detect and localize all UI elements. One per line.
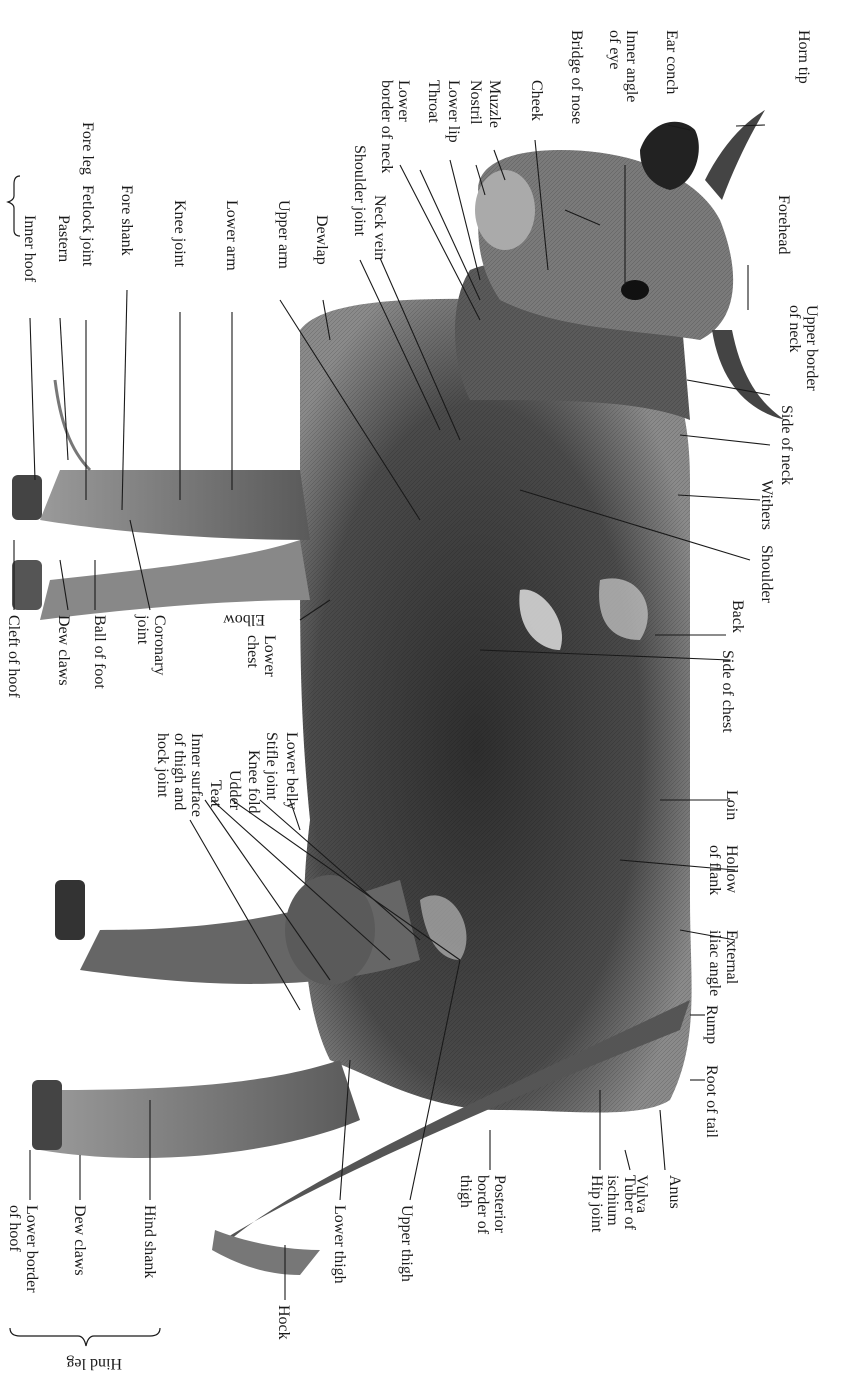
label-inner-angle-of-eye: Inner angle of eye [606,30,640,102]
label-shoulder: Shoulder [758,545,775,603]
label-cleft-of-hoof: Cleft of hoof [5,615,22,698]
cow-hind-leg-near [40,1060,360,1158]
label-back: Back [729,600,746,633]
label-udder: Udder [226,770,243,810]
cow-hind-hoof-far [55,880,85,940]
cow-muzzle [475,170,535,250]
label-stifle-joint: Stifle joint [263,732,280,800]
label-lower-border-of-hoof: Lower border of hoof [6,1205,40,1293]
label-ball-of-foot: Ball of foot [91,615,108,689]
label-side-of-neck: Side of neck [778,405,795,485]
label-rump: Rump [703,1005,720,1044]
hind-leg-brace [10,1328,160,1346]
label-posterior-border-of-thigh: Posterior border of thigh [457,1175,508,1234]
label-fore-leg: Fore leg [79,122,96,175]
label-pastern: Pastern [55,215,72,262]
cow-fore-leg-near [40,470,310,540]
label-dewlap: Dewlap [313,215,330,265]
label-lower-border-of-neck: Lower border of neck [378,80,412,173]
label-teat: Teat [207,780,224,807]
label-anus: Anus [666,1175,683,1209]
label-hock: Hock [275,1305,292,1340]
label-lower-chest: Lower chest [244,635,278,677]
cow-horn-lower [712,330,785,420]
label-ear-conch: Ear conch [663,30,680,94]
label-horn-tip: Horn tip [795,30,812,84]
label-hollow-of-flank: Hollow of flank [706,845,740,895]
label-upper-border-of-neck: Upper border of neck [786,305,820,391]
label-shoulder-joint: Shoulder joint [351,145,368,236]
label-cheek: Cheek [528,80,545,121]
label-inner-hoof: Inner hoof [21,215,38,282]
label-upper-arm: Upper arm [275,200,292,269]
label-muzzle: Muzzle [486,80,503,128]
label-fetlock-joint: Fetlock joint [79,185,96,266]
cow-horn-upper [705,110,765,200]
label-withers: Withers [758,480,775,530]
label-hind-shank: Hind shank [141,1205,158,1278]
label-loin: Loin [723,790,740,820]
cow-fore-hoof-near [12,475,42,520]
label-inner-surface-of-thigh-and-hock-joint: Inner surface of thigh and hock joint [154,733,205,817]
label-side-of-chest: Side of chest [719,650,736,733]
label-root-of-tail: Root of tail [703,1065,720,1138]
label-throat: Throat [425,80,442,123]
label-lower-lip: Lower lip [445,80,462,143]
label-lower-thigh: Lower thigh [331,1205,348,1284]
label-tuber-of-ischium: Tuber of ischium [604,1175,638,1230]
label-bridge-of-nose: Bridge of nose [568,30,585,124]
label-neck-vein: Neck vein [371,195,388,260]
label-lower-belly: Lower belly [283,732,300,810]
label-hip-joint: Hip joint [588,1175,605,1232]
label-fore-shank: Fore shank [118,185,135,256]
label-forehead: Forehead [775,195,792,255]
label-dew-claws-hind: Dew claws [71,1205,88,1276]
label-coronary-joint: Coronary joint [134,615,168,675]
label-external-iliac-angle: External iliac angle [706,930,740,996]
label-knee-fold: Knee fold [245,750,262,814]
label-hind-leg: Hind leg [66,1355,122,1372]
cow-hind-hoof-near [32,1080,62,1150]
label-nostril: Nostril [467,80,484,124]
label-elbow: Elbow [223,611,265,628]
cow-fore-leg-far [40,540,310,620]
cow-tail-switch [212,1230,320,1275]
label-lower-arm: Lower arm [223,200,240,271]
cow-fore-hoof-far [12,560,42,610]
label-knee-joint: Knee joint [171,200,188,267]
label-dew-claws-fore: Dew claws [55,615,72,686]
fore-leg-brace [8,176,20,236]
label-upper-thigh: Upper thigh [398,1205,415,1282]
